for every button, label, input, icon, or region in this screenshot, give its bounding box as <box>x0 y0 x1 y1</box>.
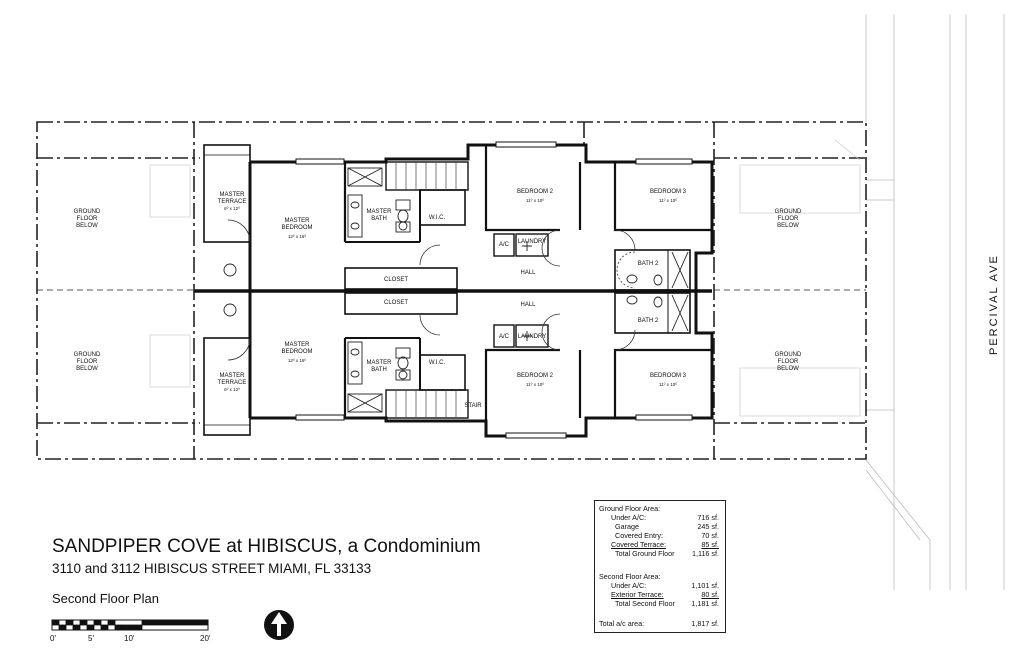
north-arrow-icon <box>264 610 294 640</box>
area-total-label: Total Ground Floor <box>615 549 675 559</box>
project-address: 3110 and 3112 HIBISCUS STREET MIAMI, FL … <box>52 561 372 576</box>
ac-upper: A/C <box>499 242 510 248</box>
area-row-value: 85 sf. <box>701 540 719 550</box>
sheet-name: Second Floor Plan <box>52 591 159 606</box>
laundry-upper: LAUNDRY <box>518 239 547 245</box>
area-total-row: Total Ground Floor 1,116 sf. <box>599 549 723 558</box>
area-row-value: 70 sf. <box>701 531 719 541</box>
grand-total-value: 1,817 sf. <box>691 619 719 628</box>
bedroom2-dim-lower: 11⁰ x 10⁰ <box>526 382 544 387</box>
door-swings <box>227 219 636 361</box>
stair-treads <box>395 162 457 418</box>
stair-label: STAIR <box>464 403 482 409</box>
area-total-label: Total Second Floor <box>615 599 675 609</box>
bedroom3-lower: BEDROOM 3 <box>650 373 687 379</box>
area-row-label: Under A/C: <box>611 513 647 523</box>
street-name-label: PERCIVAL AVE <box>988 254 1000 355</box>
closet-lower: CLOSET <box>384 300 408 306</box>
area-row-label: Garage <box>615 522 639 532</box>
master-terrace-dim-upper: 6⁰ x 12⁰ <box>224 206 240 211</box>
hall-lower: HALL <box>520 302 536 308</box>
area-total-row: Total Second Floor 1,181 sf. <box>599 599 723 608</box>
graphic-scale: 0' 5' 10' 20' <box>50 619 211 643</box>
ground-floor-outline <box>36 121 867 460</box>
bedroom2-upper: BEDROOM 2 <box>517 189 554 195</box>
area-row-value: 716 sf. <box>697 513 719 523</box>
bath2-upper: BATH 2 <box>638 261 659 267</box>
grand-total-label: Total a/c area: <box>599 619 645 628</box>
area-row: Garage 245 sf. <box>599 522 723 531</box>
ground-floor-area-section: Ground Floor Area: Under A/C: 716 sf. Gar… <box>599 504 723 559</box>
master-bedroom-dim-lower: 12⁰ x 16⁰ <box>288 358 307 363</box>
wic-upper: W.I.C. <box>429 215 446 221</box>
closet-upper: CLOSET <box>384 277 408 283</box>
laundry-lower: LAUNDRY <box>518 334 547 340</box>
site-context-lines <box>865 14 1005 590</box>
bath2-lower: BATH 2 <box>638 318 659 324</box>
plumbing-fixtures <box>223 167 689 413</box>
area-row-label: Covered Terrace: <box>611 540 666 550</box>
bedroom2-dim-upper: 11⁰ x 10⁰ <box>526 198 544 203</box>
bedroom2-lower: BEDROOM 2 <box>517 373 554 379</box>
scale-label-5: 5' <box>88 634 94 643</box>
second-floor-area-section: Second Floor Area: Under A/C: 1,101 sf. E… <box>599 572 723 608</box>
area-summary-table: Ground Floor Area: Under A/C: 716 sf. Gar… <box>594 500 726 633</box>
ac-lower: A/C <box>499 334 510 340</box>
area-total-value: 1,116 sf. <box>691 549 719 559</box>
area-total-value: 1,181 sf. <box>691 599 719 609</box>
area-row-label: Under A/C: <box>611 581 647 591</box>
bedroom3-upper: BEDROOM 3 <box>650 189 687 195</box>
area-row: Under A/C: 716 sf. <box>599 513 723 522</box>
area-row-value: 80 sf. <box>701 590 719 600</box>
hall-upper: HALL <box>520 270 536 276</box>
second-floor-heading: Second Floor Area: <box>599 572 661 581</box>
area-row: Covered Terrace: 85 sf. <box>599 540 723 549</box>
area-row-value: 1,101 sf. <box>691 581 719 591</box>
scale-label-20: 20' <box>200 634 211 643</box>
scale-label-10: 10' <box>124 634 135 643</box>
project-title: SANDPIPER COVE at HIBISCUS, a Condominiu… <box>52 536 481 557</box>
bedroom3-dim-lower: 11⁰ x 10⁰ <box>659 382 677 387</box>
area-row: Exterior Terrace: 80 sf. <box>599 590 723 599</box>
area-row-value: 245 sf. <box>697 522 719 532</box>
title-block: SANDPIPER COVE at HIBISCUS, a Condominiu… <box>52 536 572 607</box>
wic-lower: W.I.C. <box>429 360 446 366</box>
master-bedroom-dim-upper: 12⁰ x 16⁰ <box>288 234 307 239</box>
windows <box>295 141 693 439</box>
grand-total-section: Total a/c area: 1,817 sf. <box>599 619 723 628</box>
walls <box>194 143 714 438</box>
ground-floor-heading: Ground Floor Area: <box>599 504 661 513</box>
master-terrace-dim-lower: 6⁰ x 12⁰ <box>224 387 240 392</box>
area-row-label: Exterior Terrace: <box>611 590 664 600</box>
area-row-label: Covered Entry: <box>615 531 663 541</box>
scale-label-0: 0' <box>50 634 56 643</box>
area-row: Under A/C: 1,101 sf. <box>599 581 723 590</box>
area-row: Covered Entry: 70 sf. <box>599 531 723 540</box>
ground-floor-features <box>149 139 861 417</box>
bedroom3-dim-upper: 11⁰ x 10⁰ <box>659 198 677 203</box>
